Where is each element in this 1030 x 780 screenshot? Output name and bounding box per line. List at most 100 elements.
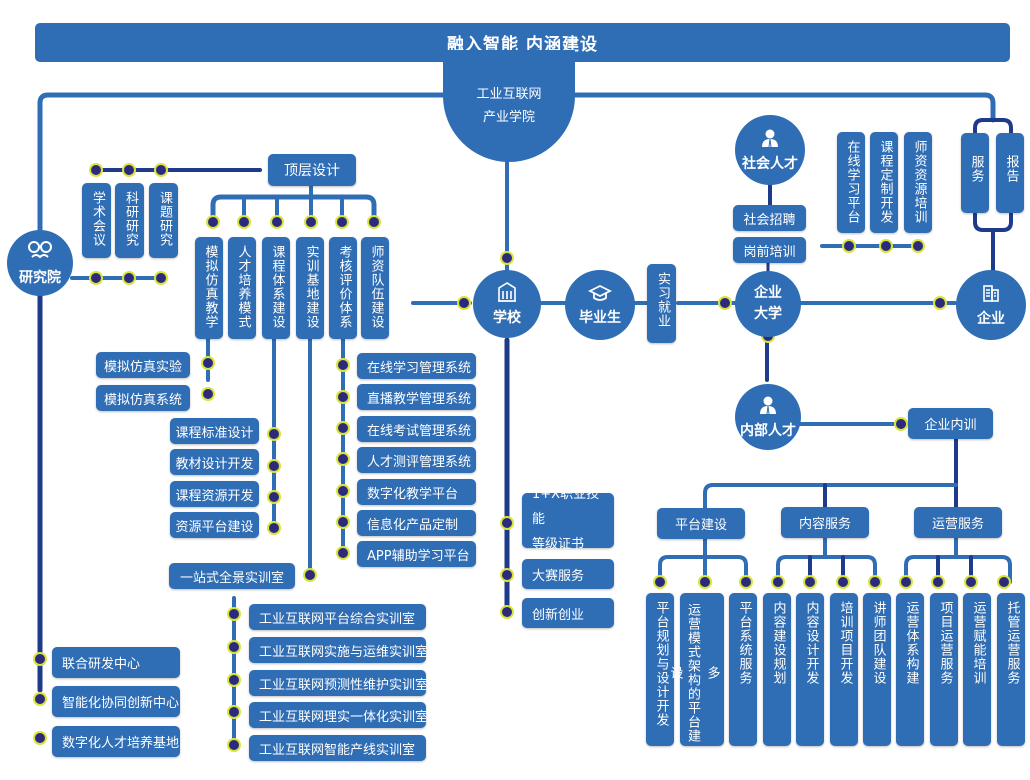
training-room-box[interactable]: 一站式全景实训室 — [169, 563, 295, 589]
cert-box[interactable]: 1+X职业技能 等级证书 — [522, 487, 614, 552]
platform-item-3[interactable]: 平台系统服务 — [729, 593, 757, 746]
connector-dot — [336, 546, 350, 560]
system-item-7[interactable]: APP辅助学习平台 — [357, 541, 476, 567]
content-item-1[interactable]: 内容建设规划 — [763, 593, 791, 746]
system-item-4[interactable]: 人才测评管理系统 — [357, 447, 476, 473]
connector-dot — [836, 575, 850, 589]
connector-group1 — [658, 535, 748, 584]
connector-dot — [201, 356, 215, 370]
connector-dot — [803, 575, 817, 589]
connector-dot — [500, 251, 514, 265]
research-box-1[interactable]: 学术会议 — [82, 183, 111, 258]
connector-enterprise-bracket-top — [973, 118, 1013, 137]
platform-item-2[interactable]: 基于多模式培训中心及多 运营模式架构的平台建设 — [667, 593, 737, 746]
connector-dot — [267, 459, 281, 473]
content-item-4[interactable]: 讲师团队建设 — [863, 593, 891, 746]
connector-group3 — [904, 535, 1012, 584]
social-item-2[interactable]: 岗前培训 — [733, 237, 806, 263]
service-innovation[interactable]: 创新创业 — [522, 598, 614, 628]
research-center-2[interactable]: 智能化协同创新中心 — [52, 686, 180, 717]
connector-dot — [335, 215, 349, 229]
system-item-3[interactable]: 在线考试管理系统 — [357, 416, 476, 442]
course-item-1[interactable]: 课程标准设计 — [170, 418, 259, 444]
connector-dot — [154, 163, 168, 177]
node-enterprise-university-line1: 企业 — [754, 285, 782, 301]
node-social-talent[interactable]: 社会人才 — [735, 115, 805, 185]
training-room-item-4[interactable]: 工业互联网理实一体化实训室 — [249, 702, 428, 728]
enterprise-col-report[interactable]: 报告 — [996, 133, 1024, 213]
platform-item-1[interactable]: 平台规划与设计开发 — [646, 593, 674, 746]
connector-dot — [500, 605, 514, 619]
connector-dot — [267, 427, 281, 441]
content-item-2[interactable]: 内容设计开发 — [796, 593, 824, 746]
connector-dot — [227, 607, 241, 621]
simulation-item-2[interactable]: 模拟仿真系统 — [96, 385, 190, 411]
connector-dot — [868, 575, 882, 589]
node-research[interactable]: 研究院 — [7, 230, 73, 296]
operations-item-4[interactable]: 托管运营服务 — [997, 593, 1025, 746]
connector-enterprise-bracket-bottom — [973, 212, 1013, 232]
node-enterprise[interactable]: 企业 — [956, 270, 1026, 340]
connector-dot — [336, 484, 350, 498]
connector-dot — [653, 575, 667, 589]
connector-dot — [201, 387, 215, 401]
node-internal-talent[interactable]: 内部人才 — [735, 384, 801, 450]
research-box-2[interactable]: 科研研究 — [115, 183, 144, 258]
operations-item-3[interactable]: 运营赋能培训 — [963, 593, 991, 746]
group-box-content[interactable]: 内容服务 — [781, 507, 869, 538]
hub-industry-college[interactable]: 工业互联网 产业学院 — [443, 50, 575, 162]
internship-box[interactable]: 实习就业 — [647, 264, 676, 343]
node-school[interactable]: 学校 — [473, 270, 541, 338]
hub-line2: 产业学院 — [482, 110, 535, 125]
training-room-item-2[interactable]: 工业互联网实施与运维实训室 — [249, 637, 428, 663]
top-design-box[interactable]: 顶层设计 — [268, 154, 356, 186]
enterprise-training-col-1[interactable]: 在线学习平台 — [837, 132, 865, 233]
system-item-2[interactable]: 直播教学管理系统 — [357, 384, 476, 410]
top-design-col-2[interactable]: 人才培养模式 — [228, 237, 256, 339]
course-item-3[interactable]: 课程资源开发 — [170, 481, 259, 507]
node-social-talent-label: 社会人才 — [742, 155, 798, 172]
operations-item-1[interactable]: 运营体系构建 — [896, 593, 924, 746]
operations-item-2[interactable]: 项目运营服务 — [930, 593, 958, 746]
top-design-col-4[interactable]: 实训基地建设 — [296, 237, 324, 339]
connector-dot — [206, 215, 220, 229]
connector-dot — [336, 515, 350, 529]
top-design-col-3[interactable]: 课程体系建设 — [262, 237, 290, 339]
training-room-item-3[interactable]: 工业互联网预测性维护实训室 — [249, 670, 428, 696]
node-enterprise-university[interactable]: 企业 大学 — [735, 271, 801, 337]
connector-dot — [500, 568, 514, 582]
simulation-item-1[interactable]: 模拟仿真实验 — [96, 352, 190, 378]
system-item-1[interactable]: 在线学习管理系统 — [357, 353, 476, 379]
enterprise-col-service[interactable]: 服务 — [961, 133, 989, 213]
system-item-6[interactable]: 信息化产品定制 — [357, 510, 476, 536]
enterprise-training-col-2[interactable]: 课程定制开发 — [870, 132, 898, 233]
group-box-operations[interactable]: 运营服务 — [914, 507, 1002, 538]
course-item-2[interactable]: 教材设计开发 — [170, 449, 259, 475]
social-item-1[interactable]: 社会招聘 — [733, 205, 806, 231]
connector-hub-right — [572, 92, 996, 123]
service-contest[interactable]: 大赛服务 — [522, 559, 614, 589]
research-box-3[interactable]: 课题研究 — [149, 183, 178, 258]
connector-dot — [336, 358, 350, 372]
top-design-col-6[interactable]: 师资队伍建设 — [361, 237, 389, 339]
content-item-3[interactable]: 培训项目开发 — [830, 593, 858, 746]
connector-dot — [122, 163, 136, 177]
enterprise-training-col-3[interactable]: 师资资源培训 — [904, 132, 932, 233]
node-enterprise-university-line2: 大学 — [754, 306, 782, 322]
connector-group2 — [776, 535, 877, 584]
connector-dot — [89, 271, 103, 285]
system-item-5[interactable]: 数字化教学平台 — [357, 479, 476, 505]
training-room-item-1[interactable]: 工业互联网平台综合实训室 — [249, 604, 426, 630]
training-room-item-5[interactable]: 工业互联网智能产线实训室 — [249, 735, 426, 761]
course-item-4[interactable]: 资源平台建设 — [170, 512, 259, 538]
group-box-platform[interactable]: 平台建设 — [657, 508, 745, 539]
top-design-col-1[interactable]: 模拟仿真教学 — [195, 237, 223, 339]
internal-training-box[interactable]: 企业内训 — [908, 408, 993, 439]
connector-hub-left — [37, 92, 446, 243]
connector-dot — [698, 575, 712, 589]
research-center-1[interactable]: 联合研发中心 — [52, 647, 180, 678]
connector-dot — [336, 390, 350, 404]
node-graduate[interactable]: 毕业生 — [565, 270, 635, 340]
top-design-col-5[interactable]: 考核评价体系 — [329, 237, 357, 339]
research-center-3[interactable]: 数字化人才培养基地 — [52, 726, 180, 757]
